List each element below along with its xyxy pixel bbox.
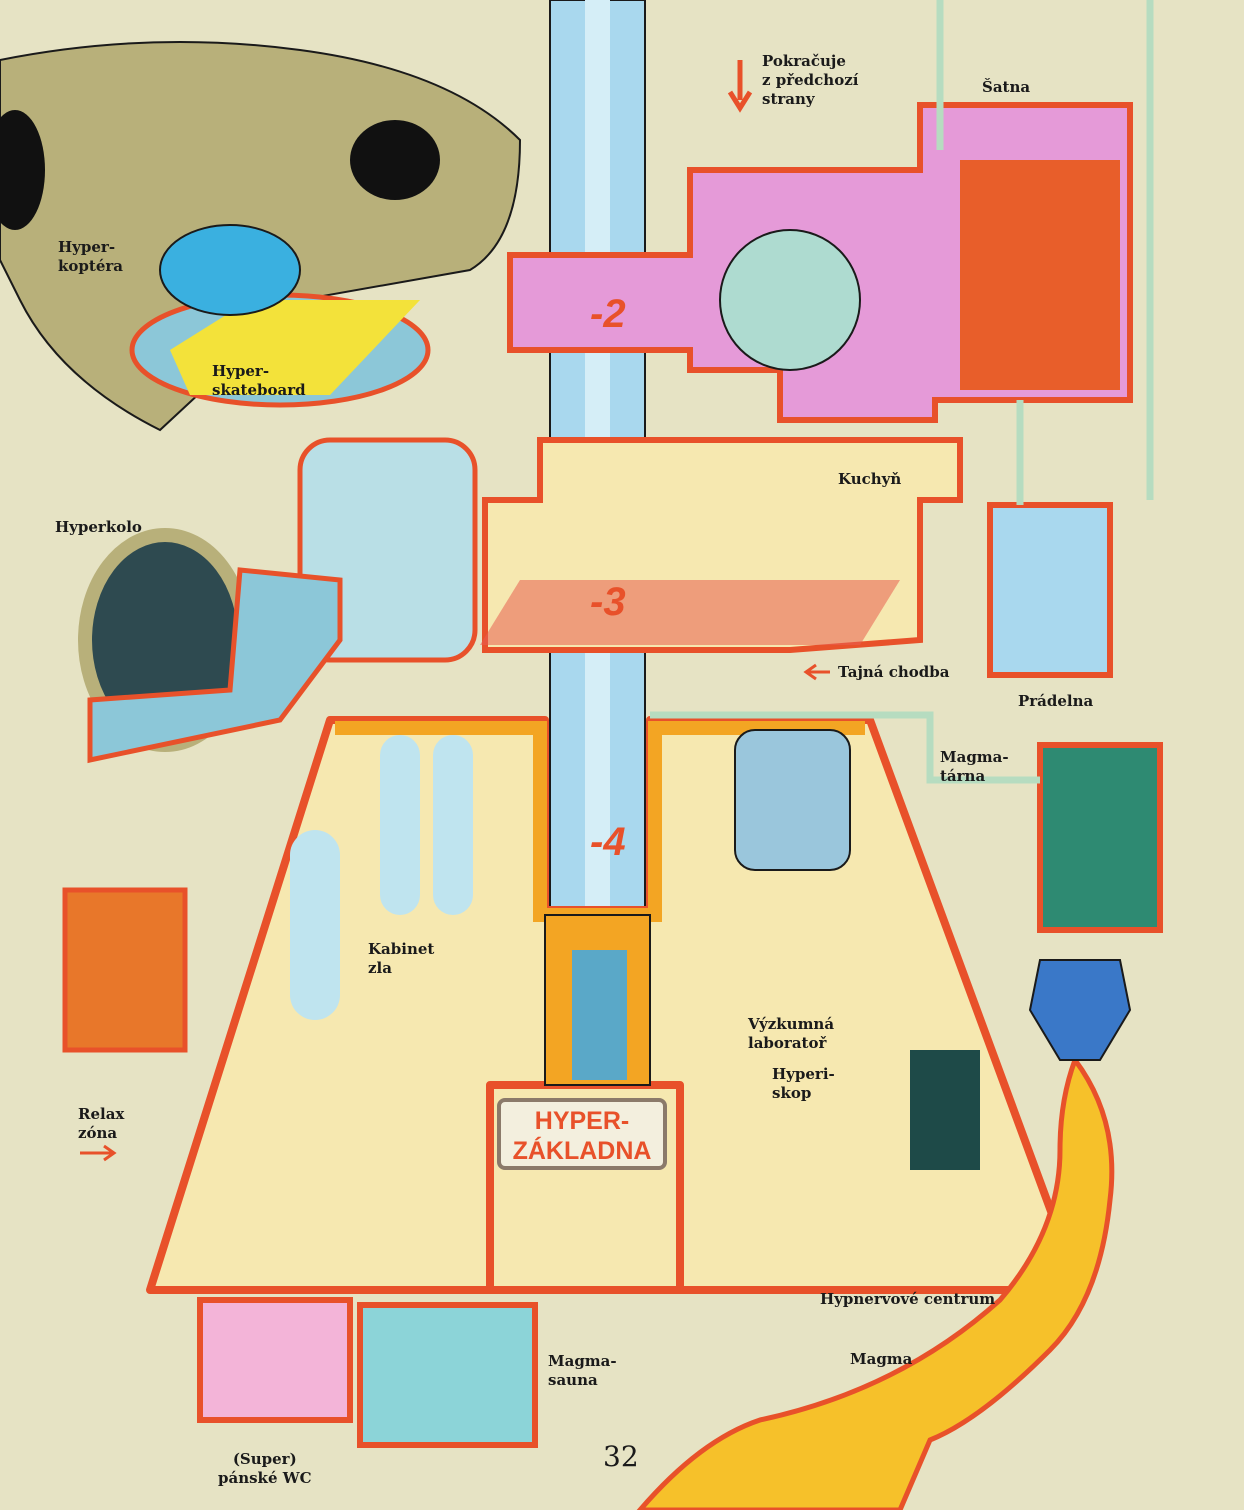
pradelna-room <box>987 502 1113 678</box>
label-hyperiskop: Hyperi- skop <box>772 1065 835 1102</box>
cave-hole <box>0 110 45 230</box>
floor-label: -2 <box>590 292 626 336</box>
label-hypnervove: Hypnervové centrum <box>820 1290 996 1308</box>
vault-door <box>719 229 861 371</box>
label-magmasauna: Magma- sauna <box>548 1352 617 1389</box>
wc-room <box>197 1297 353 1423</box>
floor-label: -3 <box>590 580 626 624</box>
helicopter <box>159 224 301 316</box>
specimen-tube <box>433 735 473 915</box>
arrow-relax <box>80 1144 117 1162</box>
base-title: HYPER- ZÁKLADNA <box>497 1098 667 1170</box>
label-magmatarna: Magma- tárna <box>940 748 1009 785</box>
cave-hole <box>350 120 440 200</box>
relax-room <box>62 887 188 1053</box>
label-relax: Relax zóna <box>78 1105 125 1142</box>
pipe <box>650 0 1154 784</box>
label-hyperskateboard: Hyper- skateboard <box>212 362 306 399</box>
helipad-yellow <box>170 300 420 395</box>
label-wc: (Super) pánské WC <box>218 1450 312 1487</box>
magma-flow <box>636 1054 1115 1510</box>
specimen-tube <box>290 830 340 1020</box>
label-continues: Pokračuje z předchozí strany <box>762 52 859 108</box>
label-hyperkolo: Hyperkolo <box>55 518 142 536</box>
stairs-passage <box>87 567 343 764</box>
label-kabinet-zla: Kabinet zla <box>368 940 435 977</box>
lockers <box>960 160 1120 390</box>
control-panel <box>910 1050 980 1170</box>
label-pradelna: Prádelna <box>1018 692 1094 710</box>
floor-label: -4 <box>590 820 626 864</box>
tower <box>297 437 478 663</box>
magmatarna-room <box>1037 742 1163 933</box>
label-laborator: Výzkumná laboratoř <box>748 1015 835 1052</box>
sauna-room <box>357 1302 538 1448</box>
brain-capsule <box>734 729 851 871</box>
label-hyperkoptera: Hyper- koptéra <box>58 238 123 275</box>
label-kuchyn: Kuchyň <box>838 470 902 488</box>
label-tajna-chodba: Tajná chodba <box>838 663 950 681</box>
drill-claw <box>1028 959 1132 1061</box>
arrow-continues <box>727 60 753 113</box>
kitchen-floor <box>480 580 900 645</box>
arrow-tajna <box>803 663 830 681</box>
label-satna: Šatna <box>982 78 1031 96</box>
page-number: 32 <box>603 1440 639 1473</box>
specimen-tube <box>380 735 420 915</box>
label-magma: Magma <box>850 1350 913 1368</box>
